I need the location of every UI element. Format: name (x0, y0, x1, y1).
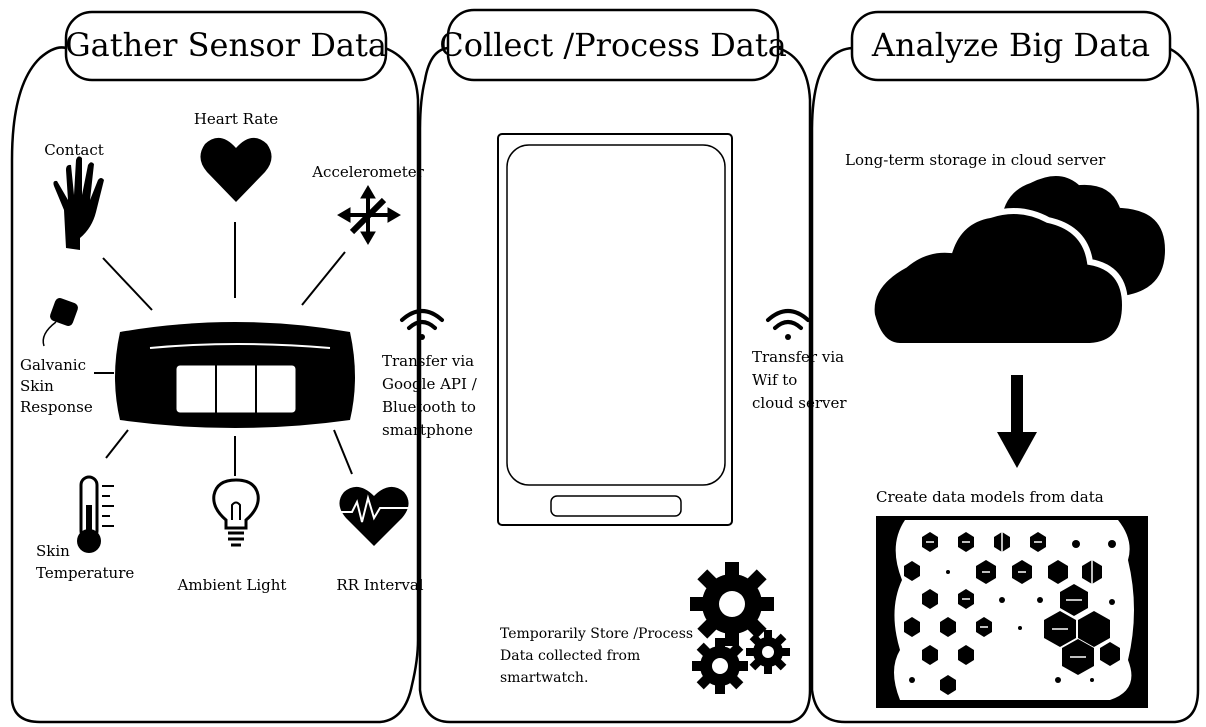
wifi-icon-cloud (766, 309, 810, 340)
stage-tab-collect: Collect /Process Data (439, 8, 787, 82)
heart-icon (200, 137, 272, 202)
stage-title-analyze: Analyze Big Data (871, 26, 1150, 64)
label-skin-temperature: Skin Temperature (36, 542, 134, 582)
label-transfer-to-phone: Transfer via Google API / Bluetooth to s… (382, 352, 482, 439)
hand-icon (53, 156, 104, 250)
heartbeat-icon (339, 486, 409, 546)
stage-title-gather: Gather Sensor Data (65, 26, 387, 64)
smartphone-icon (497, 133, 733, 526)
label-heart-rate: Heart Rate (194, 110, 278, 128)
stage-title-collect: Collect /Process Data (439, 26, 787, 64)
panel-analyze-outline (810, 46, 1200, 724)
gears-icon (690, 562, 790, 694)
smartwatch-icon (115, 322, 355, 428)
lightbulb-icon (212, 478, 260, 547)
label-contact: Contact (44, 141, 104, 159)
electrode-icon (42, 298, 78, 347)
label-transfer-to-cloud: Transfer via Wif to cloud server (752, 348, 849, 412)
label-data-models: Create data models from data (876, 488, 1104, 506)
label-accelerometer: Accelerometer (311, 163, 424, 181)
stage-tab-gather: Gather Sensor Data (64, 10, 388, 82)
label-rr-interval: RR Interval (336, 576, 423, 594)
down-arrow-icon (997, 375, 1037, 468)
thermometer-icon (77, 475, 114, 553)
sensor-connectors (94, 222, 353, 476)
hexagon-map-icon (876, 516, 1148, 708)
panel-gather-outline (10, 46, 420, 724)
move-arrows-icon (337, 185, 401, 245)
panel-outlines (10, 46, 1200, 724)
cloud-icon (868, 170, 1172, 349)
panel-collect-outline (418, 46, 812, 724)
wifi-icon (400, 309, 444, 340)
label-process-note: Temporarily Store /Process Data collecte… (500, 626, 698, 686)
label-cloud-storage: Long-term storage in cloud server (845, 151, 1106, 169)
label-galvanic: Galvanic Skin Response (20, 356, 93, 416)
label-ambient-light: Ambient Light (177, 576, 287, 594)
stage-tab-analyze: Analyze Big Data (850, 10, 1172, 82)
